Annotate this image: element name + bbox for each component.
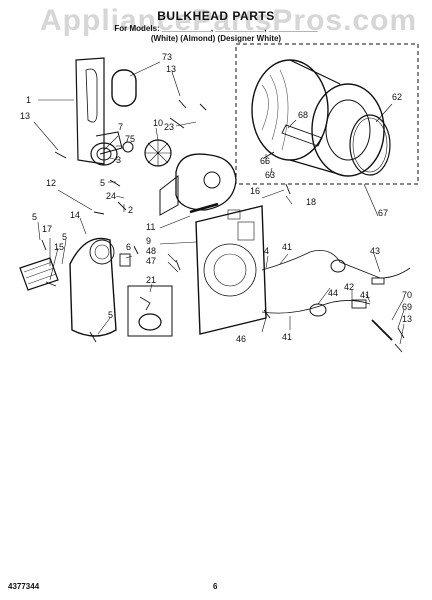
- callout-63: 63: [265, 170, 275, 180]
- callout-11: 11: [146, 222, 155, 232]
- callout-3: 3: [116, 155, 121, 165]
- drum: [251, 59, 385, 177]
- model-list: For Models: ___________, ___________, __…: [114, 24, 318, 33]
- callout-75: 75: [125, 134, 135, 144]
- page-title: BULKHEAD PARTS: [157, 9, 275, 23]
- callout-41: 41: [282, 332, 292, 342]
- lint-filter: [19, 257, 59, 291]
- callout-12: 12: [46, 178, 56, 188]
- callout-70: 70: [402, 290, 412, 300]
- callout-13: 13: [20, 111, 30, 121]
- rear-panel: [75, 57, 105, 165]
- callout-1: 1: [26, 95, 31, 105]
- callout-7: 7: [118, 122, 123, 132]
- blower-duct: [69, 237, 117, 337]
- callout-4: 4: [264, 246, 269, 256]
- bulkhead-plate: [195, 205, 267, 335]
- callout-5: 5: [108, 310, 113, 320]
- callout-17: 17: [42, 224, 52, 234]
- duct-seal: [111, 69, 137, 107]
- callout-5: 5: [62, 232, 67, 242]
- callout-68: 68: [298, 110, 308, 120]
- callout-15: 15: [54, 242, 64, 252]
- callout-6: 6: [126, 242, 131, 252]
- callout-13: 13: [166, 64, 176, 74]
- callout-10: 10: [153, 118, 163, 128]
- callout-5: 5: [100, 178, 105, 188]
- callout-21: 21: [146, 275, 156, 285]
- callout-9: 9: [146, 236, 151, 246]
- callout-46: 46: [236, 334, 246, 344]
- callout-42: 42: [344, 282, 354, 292]
- callout-67: 67: [378, 208, 388, 218]
- callout-44: 44: [328, 288, 338, 298]
- callout-13: 13: [402, 314, 412, 324]
- callout-2: 2: [128, 205, 133, 215]
- callout-24: 24: [106, 191, 116, 201]
- callout-62: 62: [392, 92, 402, 102]
- callout-73: 73: [162, 52, 172, 62]
- callout-14: 14: [70, 210, 80, 220]
- callout-5: 5: [32, 212, 37, 222]
- part-bag-21: [127, 285, 173, 337]
- callout-18: 18: [306, 197, 316, 207]
- fan-housing: [175, 153, 237, 211]
- callout-66: 66: [260, 156, 270, 166]
- callout-16: 16: [250, 186, 260, 196]
- callout-23: 23: [164, 122, 174, 132]
- callout-41: 41: [360, 290, 370, 300]
- footer-part-number: 4377344: [8, 582, 40, 591]
- callout-69: 69: [402, 302, 412, 312]
- callout-48: 48: [146, 246, 156, 256]
- callout-41: 41: [282, 242, 292, 252]
- color-list: (White) (Almond) (Designer White): [150, 34, 282, 43]
- callout-43: 43: [370, 246, 380, 256]
- callout-47: 47: [146, 256, 156, 266]
- footer-page-number: 6: [213, 582, 218, 591]
- watermark: AppliancePartsPros.com: [40, 4, 418, 37]
- drum-group-box: [235, 43, 419, 185]
- front-seal-ring: [349, 114, 391, 176]
